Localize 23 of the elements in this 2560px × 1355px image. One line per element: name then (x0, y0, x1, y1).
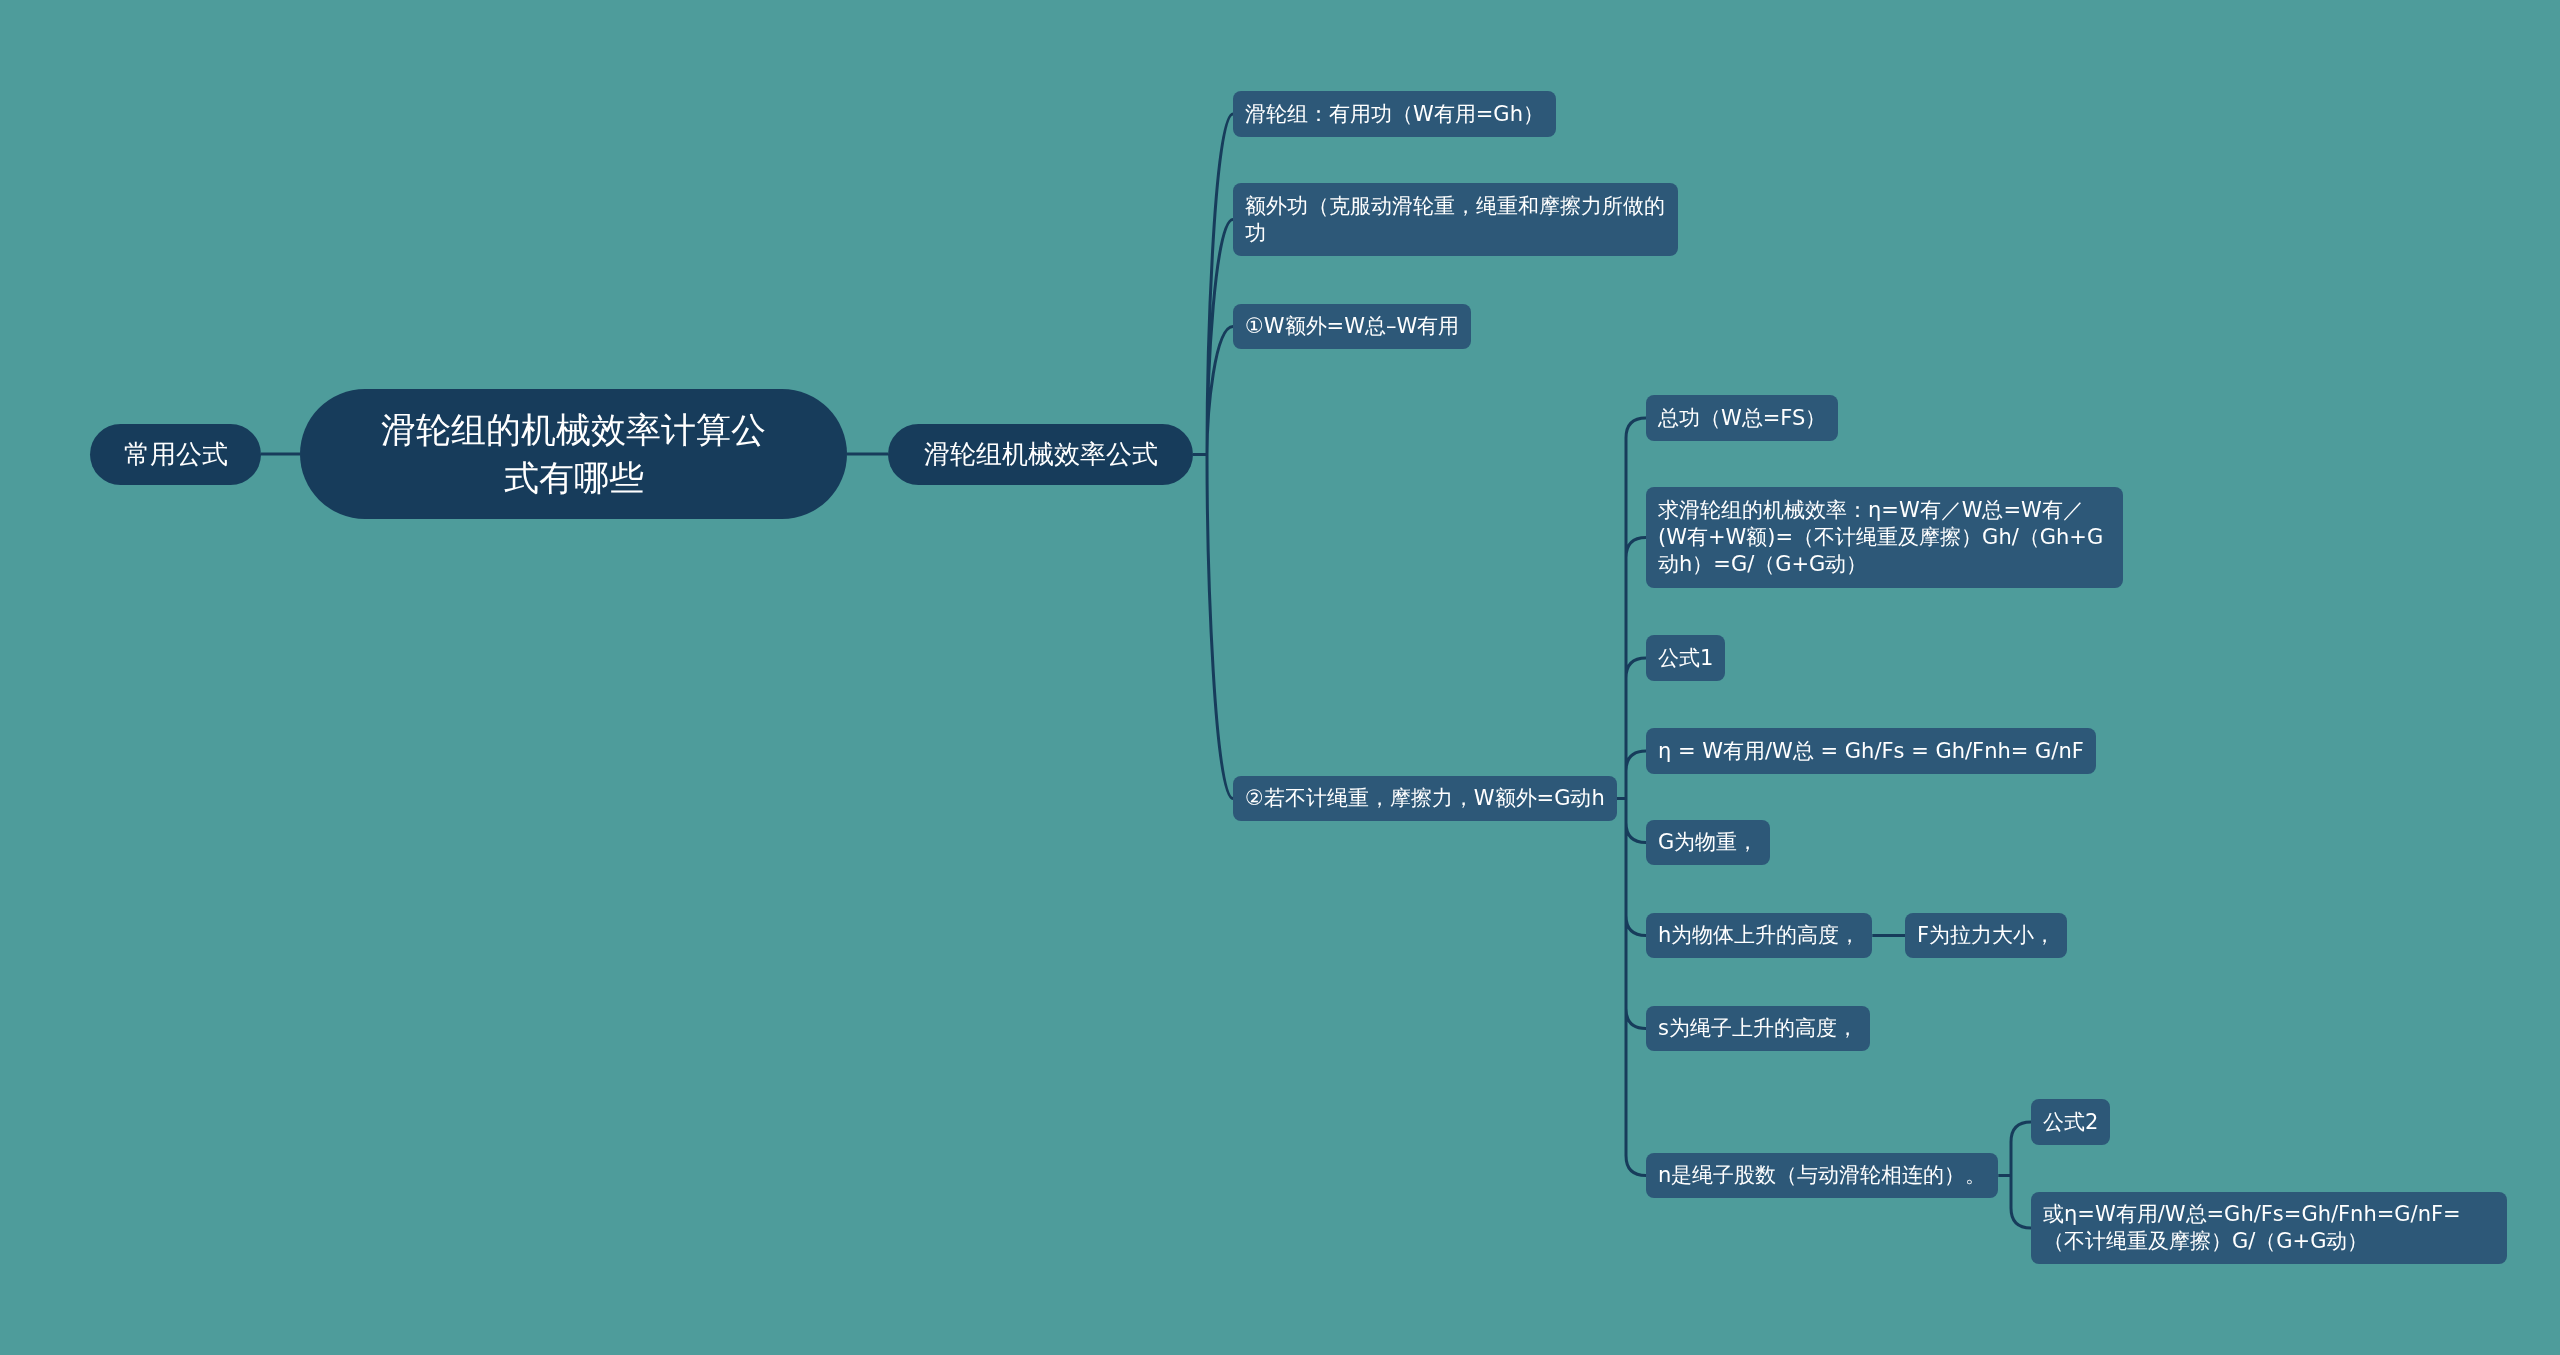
subtopic-box: n是绳子股数（与动滑轮相连的）。 (1646, 1153, 1999, 1198)
subtopic-box: h为物体上升的高度， (1646, 913, 1873, 958)
connector-line (1191, 112, 1235, 800)
subtopic-box: 额外功（克服动滑轮重，绳重和摩擦力所做的功 (1233, 183, 1678, 256)
subtopic-box: η = W有用/W总 = Gh/Fs = Gh/Fnh= G/nF (1646, 728, 2096, 774)
central-topic: 滑轮组的机械效率计算公式有哪些 (300, 389, 847, 519)
subtopic-box: 或η=W有用/W总=Gh/Fs=Gh/Fnh=G/nF=（不计绳重及摩擦）G/（G+G动） (2031, 1192, 2507, 1264)
connector-line (1615, 416, 1648, 1177)
subtopic-box: G为物重， (1646, 820, 1771, 865)
topic-pill: 滑轮组机械效率公式 (888, 424, 1193, 485)
subtopic-box: s为绳子上升的高度， (1646, 1006, 1870, 1051)
subtopic-box: 滑轮组：有用功（W有用=Gh） (1233, 91, 1556, 137)
connector-line (847, 452, 888, 456)
subtopic-box: 公式1 (1646, 635, 1726, 681)
subtopic-box: 求滑轮组的机械效率：η=W有／W总=W有／(W有+W额)=（不计绳重及摩擦）Gh/（Gh+G动h）=G/（G+G动） (1646, 487, 2123, 588)
subtopic-box: ①W额外=W总–W有用 (1233, 304, 1472, 349)
subtopic-box: 公式2 (2031, 1099, 2111, 1145)
subtopic-box: F为拉力大小， (1905, 913, 2068, 958)
subtopic-box: ②若不计绳重，摩擦力，W额外=G动h (1233, 776, 1617, 821)
connector-line (1872, 934, 1905, 937)
topic-pill: 常用公式 (90, 424, 261, 485)
subtopic-box: 总功（W总=FS） (1646, 395, 1839, 441)
connector-line (261, 452, 300, 456)
